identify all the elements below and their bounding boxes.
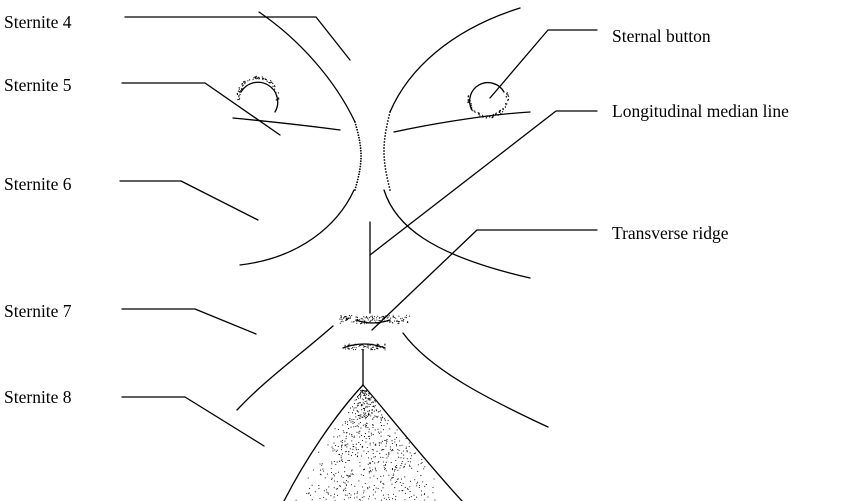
label-sternite-5: Sternite 5 [4,75,72,95]
sternal-button-left [241,82,278,112]
label-sternal-button: Sternal button [612,26,711,46]
outline-right-sternite-7 [403,333,548,427]
sternal-button-right [470,83,504,110]
outline-sternite-8-right [363,385,462,501]
label-sternite-8: Sternite 8 [4,387,72,407]
label-transverse-ridge: Transverse ridge [612,223,729,243]
label-sternite-6: Sternite 6 [4,174,72,194]
outline-left-upper [259,12,355,122]
outline-sternite-8-left [284,385,363,501]
leader-sternite-7 [122,309,256,334]
transverse-ridge-stipple [339,315,410,351]
transverse-ridge-upper [356,320,390,323]
outline-left-sternite-7 [237,326,333,410]
label-sternite-4: Sternite 4 [4,12,72,32]
outline-right-upper [390,8,520,112]
leader-sternite-4 [125,17,350,60]
leader-sternite-5 [122,83,280,135]
suture-5-6-right [394,112,530,132]
outline-right-sternite-6 [384,190,530,278]
suture-5-6-left [233,118,340,130]
midline-constriction-dots [354,111,391,191]
leader-longitudinal-median-line [370,111,597,255]
leader-sternite-6 [120,181,258,220]
leader-transverse-ridge [372,230,597,330]
outline-left-sternite-6 [240,190,354,265]
leader-sternal-button [490,30,597,98]
label-sternite-7: Sternite 7 [4,301,72,321]
label-longitudinal-median-line: Longitudinal median line [612,101,789,121]
